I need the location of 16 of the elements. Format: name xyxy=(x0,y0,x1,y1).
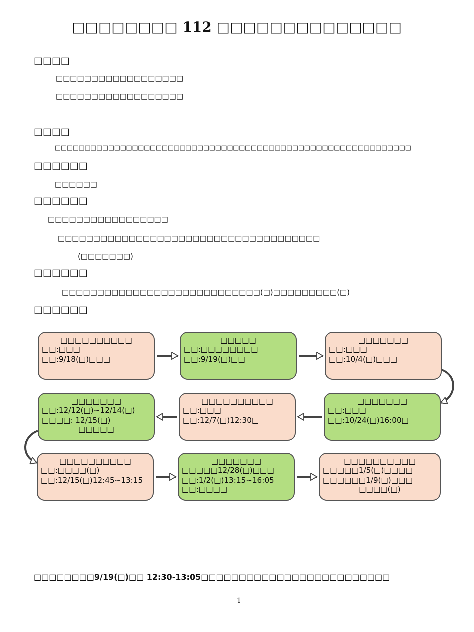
section-heading: □□□□□□ xyxy=(34,305,88,316)
arrow xyxy=(440,369,454,404)
note-text: □□□□□□□□9/19(□)□□ 12:30-13:05□□□□□□□□□□□□□□□□□□□□□□□□□ xyxy=(34,573,390,583)
section-heading: □□□□□□ xyxy=(34,196,88,208)
section-heading: □□□□ xyxy=(34,56,70,68)
arrow xyxy=(156,413,177,421)
arrow xyxy=(24,430,38,464)
section-heading: □□□□□□ xyxy=(34,268,88,280)
section-heading: □□□□□□ xyxy=(34,161,88,172)
arrow xyxy=(298,413,322,421)
arrow xyxy=(157,352,178,360)
arrow xyxy=(297,473,318,481)
arrow xyxy=(156,473,176,481)
page-title: □□□□□□□□ 112 □□□□□□□□□□□□□□ xyxy=(71,20,403,37)
arrow xyxy=(299,352,324,360)
section-heading: □□□□ xyxy=(34,127,70,138)
